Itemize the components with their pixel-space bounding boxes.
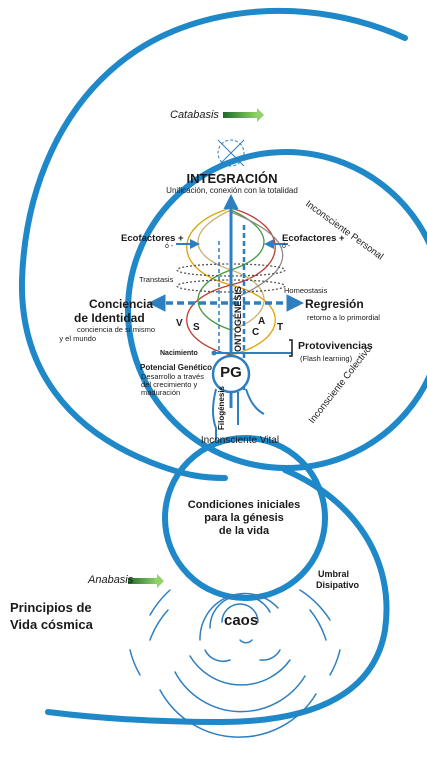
catabasis-arrow bbox=[223, 108, 264, 122]
potencial-line2: del crecimiento y bbox=[141, 380, 198, 389]
condiciones-line3: de la vida bbox=[218, 525, 270, 537]
lower-outer-spiral-arc bbox=[45, 467, 390, 726]
principios-line2: Vida cósmica bbox=[10, 617, 93, 632]
regresion-subtitle: retorno a lo primordial bbox=[307, 313, 380, 322]
ecofactores-left-label: Ecofactores + bbox=[121, 233, 184, 244]
potencial-line1: Desarrollo a través bbox=[141, 372, 204, 381]
catabasis-label: Catabasis bbox=[170, 109, 219, 121]
letter-s: S bbox=[193, 322, 200, 333]
birth-point bbox=[211, 350, 217, 356]
ecofactores-right-sign: ó - bbox=[282, 243, 291, 250]
filogenesis-roots-icon bbox=[212, 388, 265, 440]
ontogenesis-label: ONTOGÉNESIS bbox=[233, 286, 243, 352]
ecofactores-right-label: Ecofactores + bbox=[282, 233, 345, 244]
letter-v: V bbox=[176, 318, 183, 329]
condiciones-line1: Condiciones iniciales bbox=[187, 499, 301, 511]
ecofactores-left-sign: ó - bbox=[165, 243, 174, 250]
caos-label: caos bbox=[224, 612, 259, 629]
chaos-swirls bbox=[129, 589, 341, 738]
lower-circle bbox=[162, 435, 328, 601]
condiciones-line2: para la génesis bbox=[204, 512, 284, 524]
pg-circle bbox=[211, 354, 251, 394]
inconsciente-vital-label: Inconsciente Vital bbox=[200, 435, 280, 446]
filogenesis-label: Filogénesis bbox=[217, 385, 226, 430]
conciencia-title-line2: de Identidad bbox=[74, 311, 145, 325]
integracion-subtitle: Unificación, conexión con la totalidad bbox=[166, 186, 298, 195]
conciencia-sub-line2: y el mundo bbox=[59, 334, 96, 343]
integracion-title: INTEGRACIÓN bbox=[186, 171, 278, 186]
outer-spiral-arc bbox=[18, 7, 408, 481]
anabasis-arrow bbox=[128, 574, 164, 588]
umbral-line1: Umbral bbox=[318, 569, 350, 579]
pg-label: PG bbox=[220, 364, 242, 381]
integration-halo-icon bbox=[217, 139, 245, 167]
umbral-line2: Disipativo bbox=[316, 580, 360, 590]
inconsciente-personal-label: Inconsciente Personal bbox=[303, 199, 385, 263]
conciencia-title-line1: Conciencia bbox=[89, 297, 154, 311]
homeostasis-label: Homeostasis bbox=[284, 286, 328, 295]
potencial-title: Potencial Genético bbox=[140, 363, 213, 372]
letter-a: A bbox=[258, 316, 266, 327]
letter-t: T bbox=[277, 322, 284, 333]
protovivencias-title: Protovivencias bbox=[298, 340, 373, 352]
protovivencias-subtitle: (Flash learning) bbox=[300, 354, 353, 363]
inner-circle bbox=[125, 149, 427, 471]
anabasis-label: Anabasis bbox=[88, 574, 134, 586]
protovivencias-bracket bbox=[289, 339, 293, 357]
transtasis-label: Transtasis bbox=[139, 275, 174, 284]
nacimiento-label: Nacimiento bbox=[160, 350, 198, 357]
principios-line1: Principios de bbox=[10, 600, 92, 615]
regresion-title: Regresión bbox=[305, 297, 364, 311]
conciencia-sub-line1: conciencia de sí mismo bbox=[77, 325, 155, 334]
letter-c: C bbox=[252, 327, 260, 338]
potencial-line3: maduración bbox=[141, 388, 181, 397]
